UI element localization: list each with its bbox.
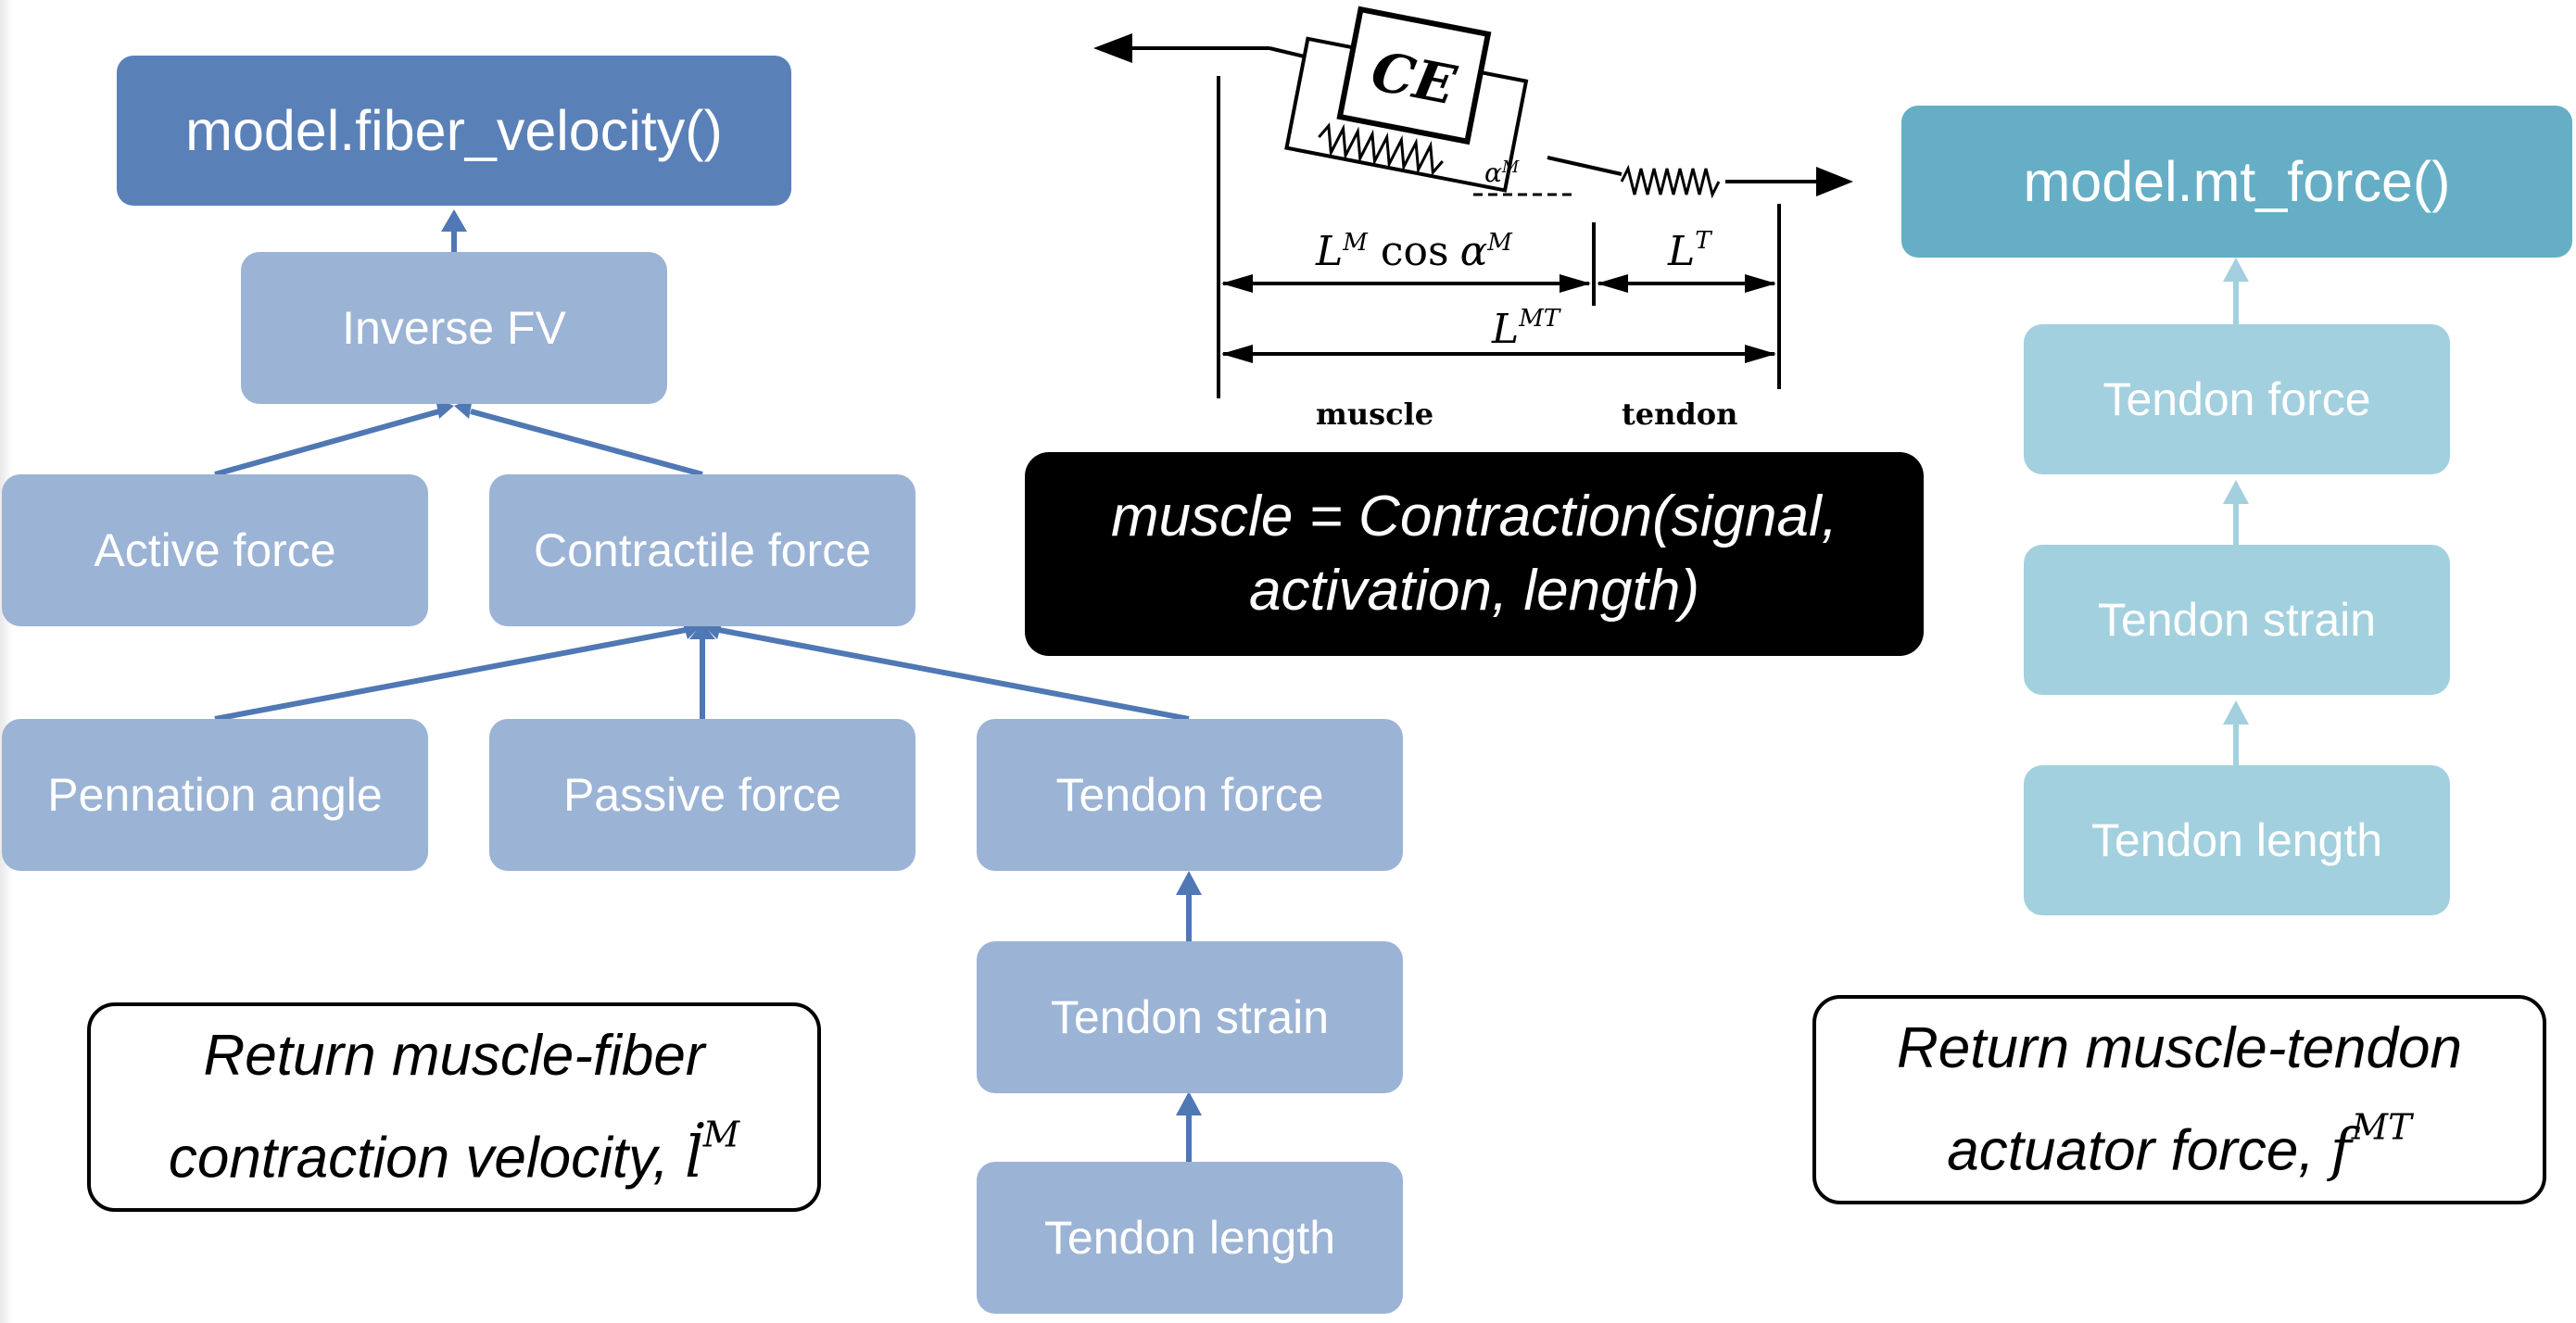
return-fiber-line2: contraction velocity, l̇M <box>169 1096 739 1199</box>
node-tendon-length-left: Tendon length <box>977 1162 1403 1314</box>
node-contractile-force: Contractile force <box>489 474 915 626</box>
return-mt-line2: actuator force, fMT <box>1947 1089 2411 1191</box>
muscle-label: muscle <box>1316 397 1433 432</box>
return-mt-symbol: fMT <box>2330 1107 2412 1184</box>
node-pennation-angle: Pennation angle <box>2 719 428 871</box>
lt-label: LT <box>1667 227 1712 275</box>
left-edge-shadow <box>0 0 13 1323</box>
mt-symbol-base: f <box>2330 1115 2352 1184</box>
lmt-label: LMT <box>1491 305 1561 353</box>
lm-base: L <box>1315 228 1343 275</box>
node-tendon-force-left: Tendon force <box>977 719 1403 871</box>
alpha-label: αM <box>1484 158 1520 188</box>
arrow-tendonforce-to-contractile <box>718 627 1190 722</box>
return-fiber-symbol: l̇M <box>684 1115 739 1191</box>
node-passive-force: Passive force <box>489 719 915 871</box>
return-mt-line2-text: actuator force, <box>1947 1118 2315 1183</box>
lmt-sup: MT <box>1518 305 1561 333</box>
fiber-symbol-sup: M <box>702 1114 740 1156</box>
lmt-base: L <box>1491 306 1519 353</box>
return-mt-force-box: Return muscle-tendon actuator force, fMT <box>1812 995 2546 1204</box>
lm-sup: M <box>1342 229 1369 257</box>
mt-force-title: model.mt_force() <box>1901 106 2572 258</box>
arrow-pennation-to-contractile <box>214 627 687 722</box>
series-spring <box>1620 164 1721 199</box>
alpha2-sup: M <box>1486 229 1513 257</box>
node-tendon-strain-right: Tendon strain <box>2024 545 2450 695</box>
node-active-force: Active force <box>2 474 428 626</box>
node-tendon-force-right: Tendon force <box>2024 324 2450 474</box>
alpha-sup: M <box>1501 158 1520 177</box>
parallel-spring <box>1318 122 1444 176</box>
node-tendon-strain-left: Tendon strain <box>977 941 1403 1093</box>
return-fiber-line1: Return muscle-fiber <box>203 1023 705 1088</box>
arrow-contractile-to-inversefv <box>470 409 703 477</box>
return-fiber-velocity-box: Return muscle-fiber contraction velocity… <box>87 1002 821 1212</box>
arrow-active-to-inversefv <box>214 409 440 477</box>
fiber-symbol-base: l̇ <box>684 1123 703 1191</box>
lt-sup: T <box>1695 227 1712 255</box>
return-mt-line1: Return muscle-tendon <box>1897 1015 2462 1080</box>
cos-text: cos <box>1381 228 1449 275</box>
node-tendon-length-right: Tendon length <box>2024 765 2450 915</box>
tendon-label: tendon <box>1622 397 1737 432</box>
mt-symbol-sup: MT <box>2351 1106 2412 1149</box>
alpha2-base: α <box>1460 228 1488 275</box>
node-inverse-fv: Inverse FV <box>241 252 667 404</box>
alpha-base: α <box>1484 158 1502 188</box>
contraction-code-box: muscle = Contraction(signal, activation,… <box>1025 452 1924 656</box>
fiber-velocity-title: model.fiber_velocity() <box>117 56 791 206</box>
code-line1: muscle = Contraction(signal, <box>1111 485 1837 548</box>
code-line2: activation, length) <box>1249 559 1699 623</box>
return-fiber-line2-text: contraction velocity, <box>168 1126 669 1191</box>
lt-base: L <box>1667 228 1695 275</box>
ce-inner-box <box>1336 6 1492 145</box>
